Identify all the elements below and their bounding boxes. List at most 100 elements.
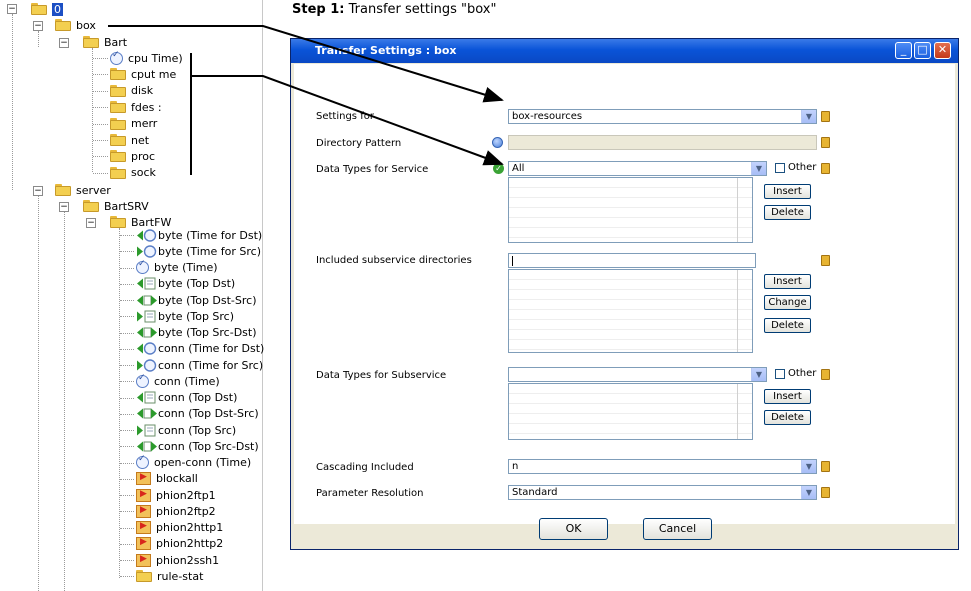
maximize-button[interactable]: □ [914, 42, 931, 59]
lock-icon[interactable] [821, 369, 830, 380]
tree-item[interactable]: conn (Top Dst-Src) [136, 406, 259, 422]
lock-icon[interactable] [821, 487, 830, 498]
collapse-server-toggle[interactable]: − [33, 186, 43, 196]
tree-item[interactable]: proc [110, 148, 155, 164]
collapse-bartsrv-toggle[interactable]: − [59, 202, 69, 212]
red-arrow-icon [136, 521, 151, 534]
tree-item[interactable]: conn (Top Src-Dst) [136, 438, 259, 454]
close-button[interactable]: ✕ [934, 42, 951, 59]
tree-connector [120, 283, 134, 285]
cascading-select[interactable]: n ▼ [508, 459, 817, 474]
included-subservice-list[interactable] [508, 269, 753, 353]
tree-connector [120, 332, 134, 334]
info-icon[interactable] [492, 137, 503, 148]
tree-connector [120, 462, 134, 464]
data-types-subservice-select[interactable]: ▼ [508, 367, 767, 382]
lock-icon[interactable] [821, 111, 830, 122]
tree-item[interactable]: blockall [136, 471, 198, 487]
tree-item[interactable]: cpu Time) [110, 50, 183, 66]
tree-item[interactable]: byte (Time for Dst) [136, 227, 262, 243]
tree-item[interactable]: merr [110, 116, 157, 132]
tree-node-server[interactable]: server [55, 182, 111, 198]
tree-item[interactable]: byte (Top Dst) [136, 276, 235, 292]
included-subservice-change-button[interactable]: Change [764, 295, 811, 310]
cancel-button[interactable]: Cancel [643, 518, 712, 540]
included-subservice-input[interactable] [508, 253, 756, 268]
chevron-down-icon[interactable]: ▼ [801, 486, 816, 499]
tree-item[interactable]: rule-stat [136, 568, 203, 584]
chevron-down-icon[interactable]: ▼ [801, 110, 816, 123]
tree-item[interactable]: byte (Time for Src) [136, 243, 261, 259]
tree-item[interactable]: cput me [110, 66, 176, 82]
minimize-button[interactable]: _ [895, 42, 912, 59]
tree-item[interactable]: conn (Time for Src) [136, 357, 263, 373]
folder-icon [110, 101, 126, 114]
data-types-subservice-delete-button[interactable]: Delete [764, 410, 811, 425]
chevron-down-icon[interactable]: ▼ [801, 460, 816, 473]
tree-item-label: open-conn (Time) [154, 456, 252, 469]
tree-item[interactable]: sock [110, 165, 156, 181]
included-subservice-insert-button[interactable]: Insert [764, 274, 811, 289]
tree-item[interactable]: byte (Top Src-Dst) [136, 325, 257, 341]
other-label: Other [788, 162, 817, 173]
collapse-root-toggle[interactable]: − [7, 4, 17, 14]
tree-item[interactable]: fdes : [110, 99, 162, 115]
lock-icon[interactable] [821, 461, 830, 472]
tree-node-bart[interactable]: Bart [83, 34, 127, 50]
tree-item-label: conn (Top Dst-Src) [158, 407, 259, 421]
tree-item[interactable]: phion2ftp1 [136, 487, 216, 503]
lock-icon[interactable] [821, 137, 830, 148]
settings-for-select[interactable]: box-resources ▼ [508, 109, 817, 124]
folder-icon [110, 84, 126, 97]
tree-item[interactable]: phion2http2 [136, 536, 223, 552]
data-types-service-other-checkbox[interactable] [775, 163, 785, 173]
tree-item-label: conn (Time for Dst) [158, 342, 265, 356]
tree-connector [120, 446, 134, 448]
window-titlebar[interactable]: Transfer Settings : box _ □ ✕ [291, 39, 958, 63]
tree-item[interactable]: conn (Top Dst) [136, 390, 237, 406]
data-types-service-insert-button[interactable]: Insert [764, 184, 811, 199]
chevron-down-icon[interactable]: ▼ [751, 368, 766, 381]
tree-item[interactable]: byte (Time) [136, 259, 218, 276]
lock-icon[interactable] [821, 163, 830, 174]
data-types-subservice-insert-button[interactable]: Insert [764, 389, 811, 404]
collapse-box-toggle[interactable]: − [33, 21, 43, 31]
tree-item[interactable]: byte (Top Dst-Src) [136, 292, 257, 308]
data-types-subservice-other-checkbox[interactable] [775, 369, 785, 379]
chevron-down-icon[interactable]: ▼ [751, 162, 766, 175]
tree-item[interactable]: conn (Time for Dst) [136, 341, 264, 357]
tree-node-root[interactable]: 0 [31, 1, 63, 17]
tree-item[interactable]: net [110, 132, 149, 148]
tree-connector [120, 413, 134, 415]
clock-icon [110, 50, 123, 65]
tree-node-box[interactable]: box [55, 17, 96, 33]
data-types-service-list[interactable] [508, 177, 753, 243]
tree-item[interactable]: conn (Top Src) [136, 422, 236, 438]
red-arrow-icon [136, 472, 151, 486]
tree-connector [120, 381, 134, 383]
clock-icon [136, 373, 149, 388]
collapse-bart-toggle[interactable]: − [59, 38, 69, 48]
tree-node-bartsrv[interactable]: BartSRV [83, 198, 149, 214]
folder-icon [83, 36, 99, 48]
data-types-subservice-list[interactable] [508, 383, 753, 440]
data-types-service-delete-button[interactable]: Delete [764, 205, 811, 220]
collapse-bartfw-toggle[interactable]: − [86, 218, 96, 228]
tree-item[interactable]: byte (Top Src) [136, 308, 234, 324]
data-types-service-select[interactable]: All ▼ [508, 161, 767, 176]
parameter-resolution-select[interactable]: Standard ▼ [508, 485, 817, 500]
tree-item[interactable]: open-conn (Time) [136, 454, 252, 471]
tree-item[interactable]: phion2http1 [136, 520, 223, 536]
tree-item[interactable]: disk [110, 83, 153, 99]
lock-icon[interactable] [821, 255, 830, 266]
directory-pattern-input[interactable] [508, 135, 817, 150]
tree-node-bartfw[interactable]: BartFW [110, 214, 171, 230]
tree-item[interactable]: phion2ssh1 [136, 552, 219, 568]
ok-button[interactable]: OK [539, 518, 608, 540]
tree-item[interactable]: phion2ftp2 [136, 503, 216, 519]
tree-item[interactable]: conn (Time) [136, 373, 220, 389]
included-subservice-delete-button[interactable]: Delete [764, 318, 811, 333]
tree-item-label: cput me [131, 67, 177, 81]
annotation-arrow-box [108, 25, 504, 103]
